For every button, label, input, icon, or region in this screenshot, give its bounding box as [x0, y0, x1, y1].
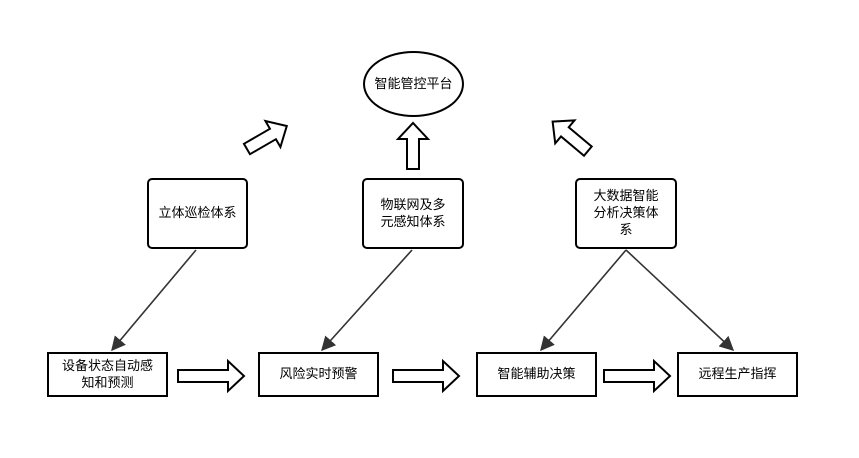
node-device-perception-label: 设备状态自动感知和预测: [61, 358, 153, 391]
node-bigdata-decision: 大数据智能分析决策体系: [575, 178, 677, 249]
up-arrow-center: [395, 121, 431, 170]
connector-bigdata-to-remote: [625, 249, 735, 351]
connector-bigdata-to-smart: [540, 249, 627, 352]
node-bigdata-decision-label: 大数据智能分析决策体系: [593, 189, 659, 238]
flow-arrow-smart-to-remote: [603, 358, 672, 394]
node-device-perception: 设备状态自动感知和预测: [47, 352, 168, 397]
node-remote-command-label: 远程生产指挥: [698, 367, 777, 382]
node-risk-warning: 风险实时预警: [258, 352, 379, 397]
node-smart-decision-label: 智能辅助决策: [497, 367, 576, 382]
flow-arrow-device-to-risk: [177, 358, 246, 394]
flow-arrow-risk-to-smart: [392, 358, 461, 394]
connector-stereo-to-device: [111, 249, 197, 352]
node-platform: 智能管控平台: [363, 51, 464, 117]
node-stereo-inspection: 立体巡检体系: [147, 178, 248, 249]
node-remote-command: 远程生产指挥: [677, 352, 798, 397]
node-risk-warning-label: 风险实时预警: [279, 367, 358, 382]
node-smart-decision: 智能辅助决策: [476, 352, 597, 397]
up-arrow-left: [242, 119, 289, 156]
node-stereo-inspection-label: 立体巡检体系: [158, 206, 237, 221]
node-iot-perception-label: 物联网及多元感知体系: [380, 197, 446, 230]
node-platform-label: 智能管控平台: [374, 76, 453, 92]
up-arrow-right: [551, 119, 594, 158]
node-iot-perception: 物联网及多元感知体系: [362, 178, 464, 249]
connector-iot-to-risk: [321, 249, 413, 352]
